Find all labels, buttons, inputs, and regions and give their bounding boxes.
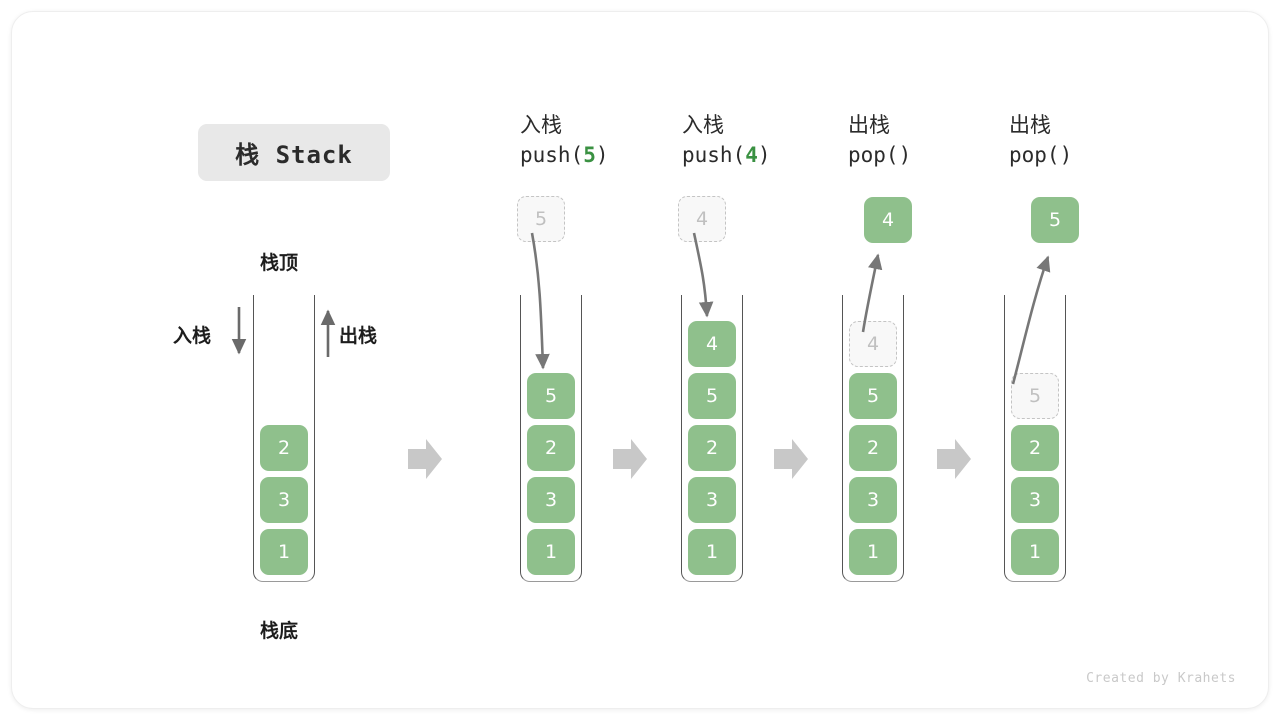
step-caption-push-5: 入栈 push(5) xyxy=(520,110,609,171)
stack-cell: 2 xyxy=(688,425,736,471)
stack-cell: 4 xyxy=(688,321,736,367)
transition-arrow-4 xyxy=(937,439,971,479)
stack-cell: 1 xyxy=(260,529,308,575)
push-side-label: 入栈 xyxy=(173,325,212,347)
step-caption-push-4: 入栈 push(4) xyxy=(682,110,771,171)
step-caption-cn: 出栈 xyxy=(1009,113,1051,137)
transition-arrow-3 xyxy=(774,439,808,479)
diagram-card: 栈 Stack 栈顶 入栈 出栈 栈底 2 3 1 入栈 push(5) 5 5 2 3… xyxy=(11,11,1269,709)
stack-cell: 3 xyxy=(849,477,897,523)
stack-cell: 1 xyxy=(849,529,897,575)
step-caption-code: pop() xyxy=(1009,143,1073,168)
stack-cell-ghost: 5 xyxy=(1011,373,1059,419)
stack-cell: 2 xyxy=(1011,425,1059,471)
stack-top-label: 栈顶 xyxy=(260,252,299,274)
step-caption-pop-5: 出栈 pop() xyxy=(1009,110,1072,171)
stack-bottom-label: 栈底 xyxy=(260,620,299,642)
stack-cell: 3 xyxy=(688,477,736,523)
step-caption-pop-4: 出栈 pop() xyxy=(848,110,911,171)
stack-cell: 1 xyxy=(527,529,575,575)
stack-cell: 1 xyxy=(688,529,736,575)
stack-cell: 3 xyxy=(260,477,308,523)
stack-cell: 1 xyxy=(1011,529,1059,575)
stack-cell: 3 xyxy=(527,477,575,523)
stack-cell: 3 xyxy=(1011,477,1059,523)
stack-cells: 2 3 1 xyxy=(253,425,315,581)
stack-cell: 5 xyxy=(849,373,897,419)
transition-arrow-1 xyxy=(408,439,442,479)
step-caption-cn: 入栈 xyxy=(682,113,724,137)
stack-cells: 4 5 2 3 1 xyxy=(842,321,904,581)
step-caption-code: push(5) xyxy=(520,143,609,168)
float-element-pop-5: 5 xyxy=(1031,197,1079,243)
float-element-push-5: 5 xyxy=(517,196,565,242)
step-caption-cn: 入栈 xyxy=(520,113,562,137)
float-element-pop-4: 4 xyxy=(864,197,912,243)
stack-cells: 5 2 3 1 xyxy=(1004,373,1066,581)
float-element-push-4: 4 xyxy=(678,196,726,242)
step-caption-code: push(4) xyxy=(682,143,771,168)
stack-cell: 2 xyxy=(849,425,897,471)
step-caption-code: pop() xyxy=(848,143,912,168)
step-caption-cn: 出栈 xyxy=(848,113,890,137)
transition-arrow-2 xyxy=(613,439,647,479)
stack-cell: 2 xyxy=(260,425,308,471)
page-title: 栈 Stack xyxy=(235,141,353,169)
stack-cell: 5 xyxy=(527,373,575,419)
arrow-overlay xyxy=(231,232,1051,479)
stack-cell: 2 xyxy=(527,425,575,471)
stack-cells: 4 5 2 3 1 xyxy=(681,321,743,581)
stack-cell-ghost: 4 xyxy=(849,321,897,367)
stack-cells: 5 2 3 1 xyxy=(520,373,582,581)
stack-cell: 5 xyxy=(688,373,736,419)
diagram-title-badge: 栈 Stack xyxy=(198,124,390,181)
footer-credit: Created by Krahets xyxy=(1086,671,1236,686)
pop-side-label: 出栈 xyxy=(339,325,378,347)
